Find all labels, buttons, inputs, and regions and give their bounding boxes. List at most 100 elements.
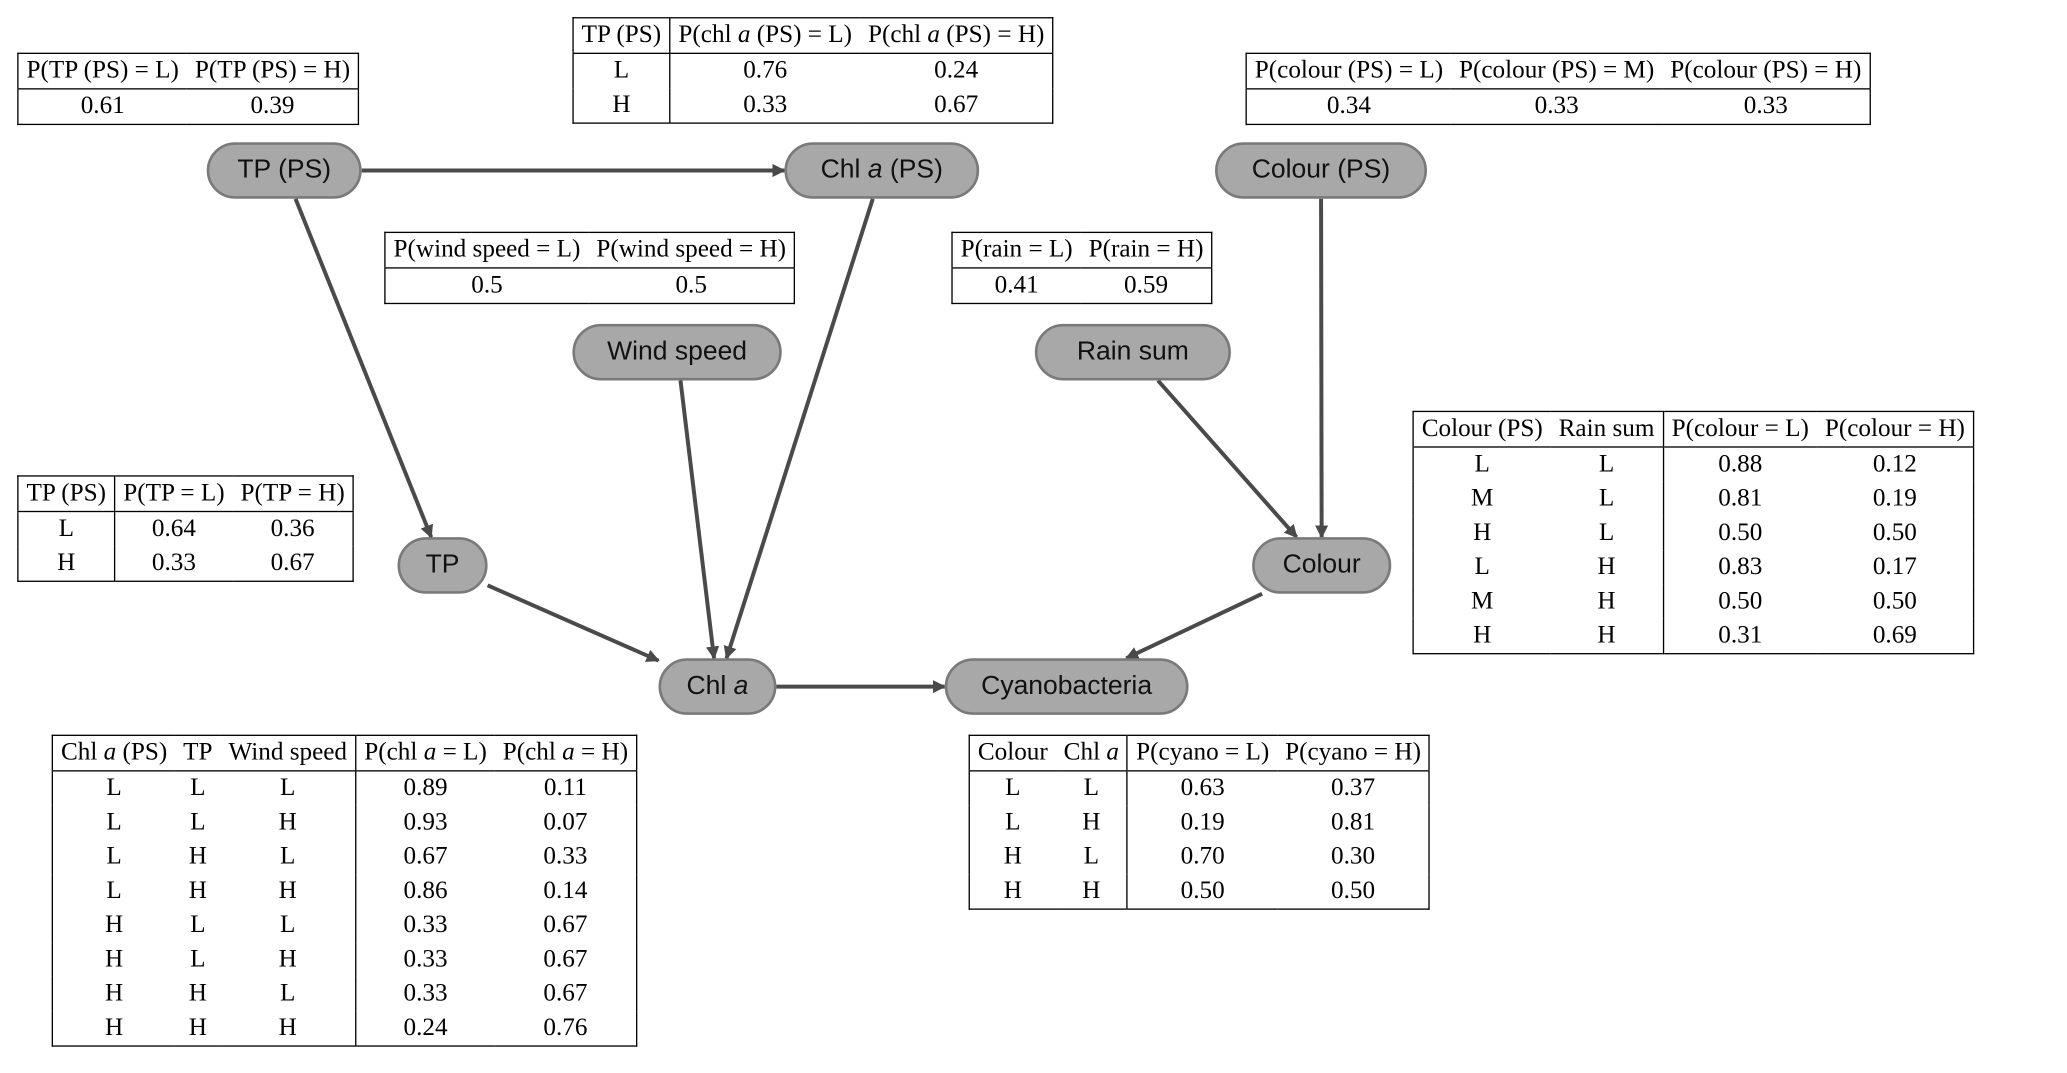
cpt-cell: 0.36	[270, 514, 315, 543]
cpt-cell: 0.89	[354, 770, 495, 806]
cpt-cell: H	[1082, 808, 1101, 837]
cpt-cell: M	[1471, 587, 1494, 615]
cpt-colour-ps: P(colour (PS) = L) P(colour (PS) = M) P(…	[1245, 52, 1871, 126]
cpt-cell: 0.07	[543, 808, 588, 837]
cpt-cell: L	[1474, 450, 1490, 478]
cpt-cell: 0.50	[1126, 874, 1278, 910]
cpt-cell: 0.37	[1331, 774, 1376, 802]
cpt-cell: H	[278, 808, 297, 837]
cpt-header: P(colour (PS) = M)	[1451, 53, 1663, 90]
cpt-header: P(wind speed = H)	[588, 232, 795, 269]
cpt-cell: 0.76	[543, 1013, 588, 1042]
cpt-wind-speed: P(wind speed = L) P(wind speed = H) 0.5 …	[384, 231, 796, 305]
cpt-header: Rain sum	[1550, 411, 1664, 448]
cpt-cell: L	[1598, 518, 1615, 547]
table-row: 0.34 0.33 0.33	[1246, 89, 1870, 125]
cpt-header: P(colour = H)	[1816, 411, 1974, 448]
cpt-cell: 0.5	[471, 271, 503, 299]
edge-colour-to-cyano	[1125, 592, 1263, 661]
cpt-cell: L	[280, 979, 296, 1008]
cpt-cell: 0.67	[543, 979, 588, 1008]
cpt-cell: H	[188, 1013, 207, 1042]
cpt-cell: 0.17	[1872, 552, 1917, 581]
cpt-cell: 0.50	[1872, 518, 1917, 547]
cpt-cell: 0.34	[1326, 92, 1371, 120]
cpt-cell: 0.33	[113, 546, 233, 582]
cpt-cell: 0.50	[1662, 516, 1817, 551]
cpt-header: P(TP (PS) = L)	[17, 53, 187, 90]
cpt-header: P(colour (PS) = L)	[1246, 53, 1452, 90]
cpt-cell: 0.67	[354, 839, 495, 875]
cpt-cell: L	[190, 945, 206, 973]
cpt-cell: 0.81	[1331, 808, 1376, 837]
cpt-header: P(cyano = L)	[1126, 735, 1278, 772]
cpt-tp: TP (PS) P(TP = L) P(TP = H) L 0.64 0.36 …	[17, 475, 355, 582]
cpt-cell: L	[58, 514, 74, 543]
cpt-chl-a: Chl a (PS) TP Wind speed P(chl a = L) P(…	[51, 734, 638, 1047]
cpt-cell: L	[280, 774, 296, 802]
node-tp-ps: TP (PS)	[206, 142, 362, 199]
cpt-header: P(chl a (PS) = L)	[669, 17, 861, 54]
cpt-cell: 0.83	[1662, 550, 1817, 585]
cpt-header: TP	[175, 735, 221, 772]
cpt-header: P(colour = L)	[1662, 411, 1817, 448]
cpt-cell: L	[190, 911, 206, 939]
cpt-cell: H	[1597, 587, 1616, 615]
cpt-cell: 0.41	[994, 271, 1039, 299]
cpt-cell: H	[1003, 842, 1022, 871]
cpt-cell: 0.67	[270, 549, 315, 577]
node-tp-ps-label: TP (PS)	[237, 155, 332, 185]
edge-tp-to-chl	[486, 583, 660, 663]
table-row: H 0.33 0.67	[18, 546, 353, 582]
cpt-header: P(TP = L)	[113, 475, 233, 513]
cpt-header: P(cyano = H)	[1277, 735, 1430, 772]
node-colour-ps-label: Colour (PS)	[1251, 155, 1391, 185]
cpt-cell: 0.88	[1662, 446, 1817, 482]
cpt-cyanobacteria: Colour Chl a P(cyano = L) P(cyano = H) L…	[968, 734, 1431, 910]
cpt-cell: L	[106, 808, 122, 837]
cpt-cell: 0.30	[1331, 842, 1376, 871]
cpt-cell: H	[1003, 876, 1022, 905]
cpt-cell: H	[1473, 518, 1492, 547]
cpt-cell: L	[190, 774, 206, 802]
cpt-cell: 0.67	[543, 945, 588, 973]
cpt-header: Chl a (PS)	[52, 735, 176, 772]
cpt-cell: L	[106, 774, 122, 802]
node-cyanobacteria: Cyanobacteria	[944, 658, 1189, 715]
cpt-cell: L	[1598, 484, 1615, 513]
cpt-rain-sum: P(rain = L) P(rain = H) 0.41 0.59	[951, 231, 1213, 305]
cpt-cell: 0.59	[1124, 271, 1169, 299]
cpt-cell: 0.33	[543, 842, 588, 871]
node-tp: TP	[397, 537, 488, 594]
cpt-cell: L	[280, 842, 296, 871]
cpt-cell: L	[106, 842, 122, 871]
node-chl-a: Chl a	[658, 658, 777, 715]
cpt-cell: 0.33	[354, 942, 495, 977]
cpt-cell: 0.50	[1872, 587, 1917, 615]
cpt-cell: H	[612, 90, 631, 119]
table-row: H 0.33 0.67	[573, 88, 1053, 124]
cpt-header: P(chl a = L)	[354, 735, 495, 772]
node-wind-speed-label: Wind speed	[607, 337, 748, 367]
cpt-cell: L	[106, 876, 122, 905]
cpt-cell: 0.39	[250, 92, 295, 120]
table-row: L H L 0.67 0.33	[52, 839, 636, 875]
cpt-cell: H	[188, 842, 207, 871]
cpt-header: Colour (PS)	[1413, 411, 1551, 448]
cpt-cell: L	[1005, 774, 1021, 802]
cpt-cell: 0.81	[1662, 481, 1817, 517]
node-wind-speed: Wind speed	[572, 323, 782, 381]
cpt-cell: 0.19	[1126, 805, 1278, 840]
cpt-cell: L	[613, 56, 630, 85]
node-colour-ps: Colour (PS)	[1215, 142, 1428, 199]
